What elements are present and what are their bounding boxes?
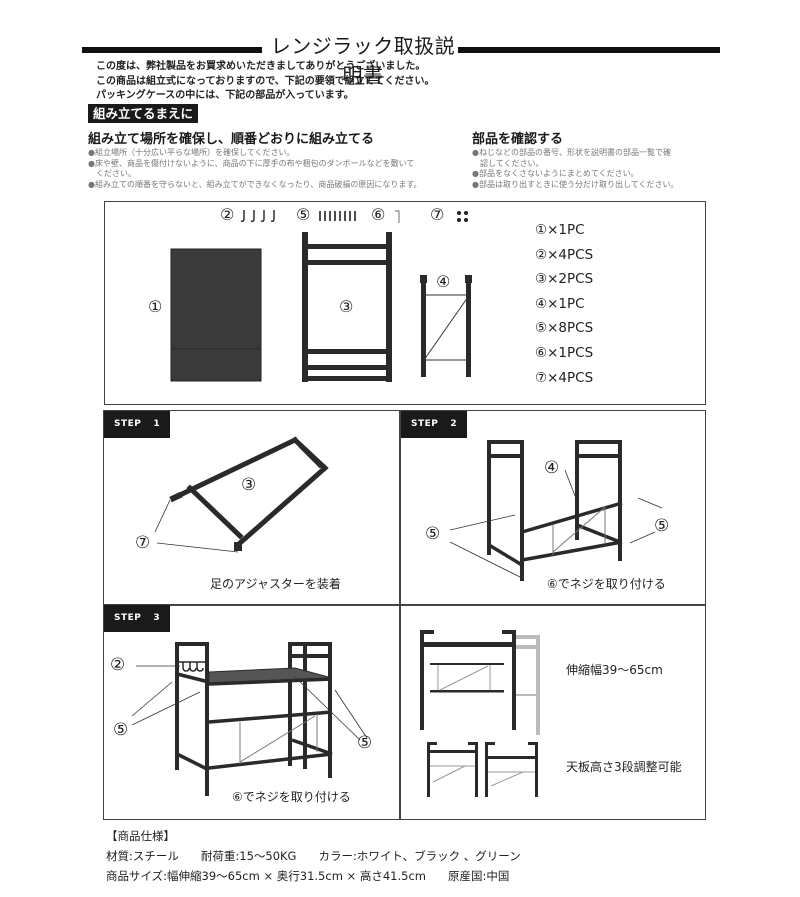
parts-count-item: ①×1PC bbox=[535, 222, 585, 238]
part-label-7: ⑦ bbox=[430, 205, 445, 224]
adjuster-feet-icon bbox=[457, 211, 468, 222]
step-2-callout-5-left: ⑤ bbox=[425, 524, 441, 544]
step-2-callout-4: ④ bbox=[544, 458, 560, 478]
location-heading: 組み立て場所を確保し、順番どおりに組み立てる bbox=[88, 132, 375, 147]
part-label-2: ② bbox=[220, 205, 235, 224]
step-label: STEP bbox=[114, 613, 142, 623]
steps-grid bbox=[103, 410, 706, 820]
bullet-item: 認してください。 bbox=[480, 158, 544, 168]
step-1-tag: STEP 1 bbox=[104, 411, 171, 438]
step-3-leader-lines bbox=[131, 665, 368, 741]
grid-divider-vertical bbox=[399, 410, 401, 820]
bullet-item: ください。 bbox=[96, 169, 136, 178]
parts-count-item: ②×4PCS bbox=[535, 246, 594, 263]
step-3-caption: ⑥でネジを取り付ける bbox=[232, 790, 351, 804]
spec-origin: 原産国:中国 bbox=[447, 869, 510, 883]
spec-colors: カラー:ホワイト、ブラック 、グリーン bbox=[318, 849, 521, 863]
allen-key-icon bbox=[395, 210, 400, 223]
cross-brace-illustration bbox=[420, 275, 472, 377]
step-2-tag: STEP 2 bbox=[401, 411, 468, 438]
location-bullets: ●組立場所（十分広い平らな場所）を確保してください。 ●床や壁、商品を傷付けない… bbox=[88, 148, 468, 190]
spec-size: 商品サイズ:幅伸縮39〜65cm × 奥行31.5cm × 高さ41.5cm bbox=[106, 869, 426, 883]
bullet-item: ●組み立ての順番を守らないと、組み立てができなくなったり、商品破損の原因になりま… bbox=[88, 179, 422, 189]
step-number: 3 bbox=[153, 613, 161, 623]
step-3-illustration bbox=[175, 642, 333, 796]
bullet-item: ●床や壁、商品を傷付けないように、商品の下に厚手の布や梱包のダンボールなどを敷い… bbox=[88, 158, 415, 168]
step-1-caption: 足のアジャスターを装着 bbox=[210, 577, 341, 591]
parts-count-item: ④×1PC bbox=[535, 295, 585, 312]
spec-material: 材質:スチール bbox=[106, 849, 179, 863]
step-1-callout-3: ③ bbox=[241, 475, 257, 495]
title-rule-right bbox=[458, 47, 720, 53]
product-spec: 【商品仕様】 材質:スチール 耐荷重:15〜50KG カラー:ホワイト、ブラック 、… bbox=[106, 826, 543, 886]
shelf-board-illustration bbox=[170, 248, 262, 382]
part-label-1: ① bbox=[148, 297, 163, 316]
bullet-item: ●部品は取り出すときに使う分だけ取り出してください。 bbox=[472, 179, 679, 189]
part-label-5: ⑤ bbox=[296, 205, 311, 224]
spec-heading: 【商品仕様】 bbox=[106, 829, 175, 843]
page-title: レンジラック取扱説明書 bbox=[270, 34, 456, 87]
spec-row-2: 商品サイズ:幅伸縮39〜65cm × 奥行31.5cm × 高さ41.5cm 原産… bbox=[106, 866, 543, 886]
height-adjust-text: 天板高さ3段調整可能 bbox=[566, 760, 682, 774]
screw-parts-icon bbox=[319, 211, 356, 221]
parts-count-item: ⑤×8PCS bbox=[535, 320, 594, 337]
parts-count-item: ③×2PCS bbox=[535, 271, 594, 288]
parts-count-item: ⑦×4PCS bbox=[535, 369, 594, 386]
parts-count-item: ⑥×1PCS bbox=[535, 344, 594, 361]
height-adjust-illustration bbox=[427, 742, 538, 797]
parts-check-bullets: ●ねじなどの部品の番号、形状を説明書の部品一覧で確 認してください。 ●部品をな… bbox=[472, 148, 712, 190]
step-number: 1 bbox=[153, 419, 161, 429]
step-number: 2 bbox=[450, 419, 458, 429]
spec-row-1: 材質:スチール 耐荷重:15〜50KG カラー:ホワイト、ブラック 、グリーン bbox=[106, 846, 543, 866]
before-assembly-label: 組み立てるまえに bbox=[88, 104, 199, 123]
step-3-tag: STEP 3 bbox=[104, 605, 171, 632]
bullet-item: ●ねじなどの部品の番号、形状を説明書の部品一覧で確 bbox=[472, 148, 671, 157]
step-2-leader-lines bbox=[449, 469, 663, 578]
step-3-callout-2: ② bbox=[110, 655, 126, 675]
intro-line: この商品は組立式になっておりますので、下記の要領で組立ててください。 bbox=[96, 75, 435, 87]
step-3-callout-5-right: ⑤ bbox=[357, 733, 373, 753]
step-2-caption: ⑥でネジを取り付ける bbox=[547, 577, 666, 591]
step-2-illustration bbox=[487, 440, 623, 581]
parts-count-list: ①×1PC ②×4PCS ③×2PCS ④×1PC ⑤×8PCS ⑥×1PCS … bbox=[535, 218, 593, 390]
hook-parts-icon bbox=[240, 210, 275, 222]
intro-text: この度は、弊社製品をお買求めいただきましてありがとうございました。 この商品は組… bbox=[96, 60, 435, 104]
side-frame-illustration bbox=[302, 232, 392, 382]
step-2-callout-5-right: ⑤ bbox=[654, 516, 670, 536]
bullet-item: ●部品をなくさないようにまとめてください。 bbox=[472, 169, 639, 178]
part-label-4: ④ bbox=[436, 272, 451, 291]
bullet-item: ●組立場所（十分広い平らな場所）を確保してください。 bbox=[88, 148, 295, 157]
parts-check-heading: 部品を確認する bbox=[472, 132, 564, 147]
intro-line: この度は、弊社製品をお買求めいただきましてありがとうございました。 bbox=[96, 61, 426, 72]
grid-divider-horizontal bbox=[103, 604, 706, 606]
part-label-3: ③ bbox=[339, 297, 354, 316]
step-1-illustration bbox=[154, 436, 329, 553]
width-range-text: 伸縮幅39〜65cm bbox=[566, 663, 663, 677]
part-label-6: ⑥ bbox=[371, 205, 386, 224]
spec-load: 耐荷重:15〜50KG bbox=[200, 849, 297, 863]
intro-line: パッキングケースの中には、下記の部品が入っています。 bbox=[96, 90, 354, 101]
step-3-callout-5-left: ⑤ bbox=[113, 720, 129, 740]
step-label: STEP bbox=[411, 419, 439, 429]
expand-width-illustration bbox=[420, 630, 540, 735]
title-rule-left bbox=[82, 47, 262, 53]
step-label: STEP bbox=[114, 419, 142, 429]
step-1-callout-7: ⑦ bbox=[135, 533, 151, 553]
